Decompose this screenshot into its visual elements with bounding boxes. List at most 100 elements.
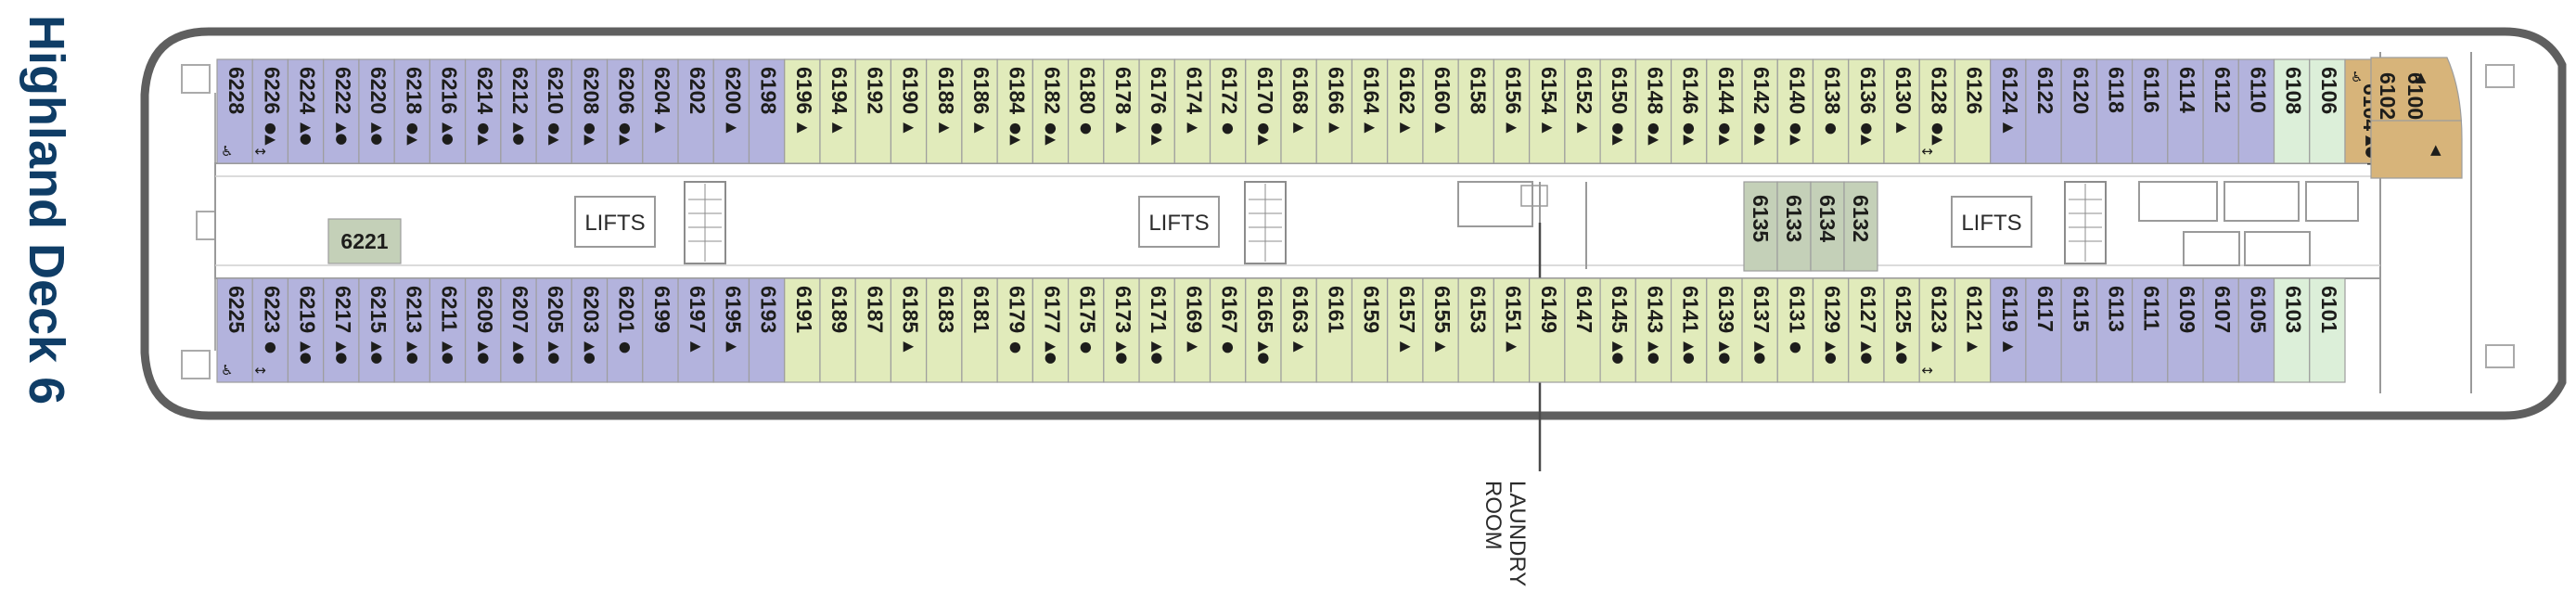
cabin-6216[interactable]: 6216▲● <box>429 58 467 164</box>
cabin-6205[interactable]: 6205▲● <box>535 277 572 383</box>
cabin-6112[interactable]: 6112 <box>2202 58 2239 164</box>
cabin-6209[interactable]: 6209▲● <box>465 277 502 383</box>
cabin-6170[interactable]: 6170●▲ <box>1245 58 1282 164</box>
cabin-6182[interactable]: 6182●▲ <box>1032 58 1070 164</box>
cabin-6224[interactable]: 6224▲● <box>287 58 325 164</box>
cabin-6171[interactable]: 6171▲● <box>1138 277 1175 383</box>
cabin-6198[interactable]: 6198 <box>748 58 786 164</box>
cabin-6226[interactable]: 6226●▲↔ <box>251 58 289 164</box>
cabin-6143[interactable]: 6143▲● <box>1634 277 1672 383</box>
cabin-6153[interactable]: 6153 <box>1457 277 1494 383</box>
cabin-6142[interactable]: 6142●▲ <box>1741 58 1778 164</box>
cabin-6120[interactable]: 6120 <box>2060 58 2097 164</box>
cabin-6115[interactable]: 6115 <box>2060 277 2097 383</box>
cabin-6157[interactable]: 6157▲ <box>1387 277 1424 383</box>
cabin-6126[interactable]: 6126 <box>1954 58 1992 164</box>
cabin-6147[interactable]: 6147 <box>1564 277 1601 383</box>
cabin-6149[interactable]: 6149 <box>1529 277 1566 383</box>
cabin-6207[interactable]: 6207▲● <box>500 277 537 383</box>
cabin-6223[interactable]: 6223●↔ <box>251 277 289 383</box>
cabin-6110[interactable]: 6110 <box>2237 58 2275 164</box>
cabin-6125[interactable]: 6125▲● <box>1883 277 1920 383</box>
cabin-6152[interactable]: 6152▲ <box>1564 58 1601 164</box>
cabin-6113[interactable]: 6113 <box>2095 277 2134 383</box>
cabin-6177[interactable]: 6177▲● <box>1032 277 1070 383</box>
cabin-6105[interactable]: 6105 <box>2237 277 2275 383</box>
cabin-6156[interactable]: 6156▲ <box>1493 58 1531 164</box>
cabin-6137[interactable]: 6137▲● <box>1741 277 1778 383</box>
cabin-6121[interactable]: 6121▲ <box>1954 277 1992 383</box>
cabin-6173[interactable]: 6173▲● <box>1103 277 1140 383</box>
cabin-6132[interactable]: 6132 <box>1843 181 1878 272</box>
cabin-6184[interactable]: 6184●▲ <box>996 58 1033 164</box>
cabin-6200[interactable]: 6200▲ <box>712 58 750 164</box>
cabin-6211[interactable]: 6211▲● <box>429 277 467 383</box>
cabin-6208[interactable]: 6208●▲ <box>570 58 609 164</box>
cabin-6167[interactable]: 6167● <box>1209 277 1247 383</box>
cabin-6186[interactable]: 6186▲ <box>961 58 998 164</box>
cabin-6225[interactable]: 6225♿ <box>216 277 253 383</box>
cabin-6206[interactable]: 6206●▲ <box>606 58 644 164</box>
cabin-6129[interactable]: 6129▲● <box>1812 277 1850 383</box>
cabin-6212[interactable]: 6212▲● <box>500 58 537 164</box>
cabin-6102[interactable]: 6102▲ <box>2376 69 2427 120</box>
cabin-6109[interactable]: 6109 <box>2167 277 2204 383</box>
cabin-6210[interactable]: 6210●▲ <box>535 58 572 164</box>
cabin-6187[interactable]: 6187 <box>854 277 892 383</box>
cabin-6164[interactable]: 6164▲ <box>1351 58 1389 164</box>
cabin-6190[interactable]: 6190▲ <box>890 58 928 164</box>
cabin-6192[interactable]: 6192 <box>854 58 892 164</box>
cabin-6217[interactable]: 6217▲● <box>323 277 360 383</box>
cabin-6133[interactable]: 6133 <box>1776 181 1812 272</box>
cabin-6118[interactable]: 6118 <box>2095 58 2134 164</box>
cabin-6130[interactable]: 6130▲ <box>1883 58 1920 164</box>
cabin-6193[interactable]: 6193 <box>748 277 786 383</box>
cabin-6146[interactable]: 6146●▲ <box>1670 58 1708 164</box>
cabin-6183[interactable]: 6183 <box>926 277 963 383</box>
cabin-6145[interactable]: 6145▲● <box>1599 277 1636 383</box>
cabin-6199[interactable]: 6199 <box>642 277 679 383</box>
cabin-6196[interactable]: 6196▲ <box>784 58 821 164</box>
cabin-6189[interactable]: 6189 <box>819 277 856 383</box>
cabin-6201[interactable]: 6201● <box>606 277 644 383</box>
cabin-6180[interactable]: 6180● <box>1067 58 1105 164</box>
cabin-6169[interactable]: 6169▲ <box>1173 277 1211 383</box>
cabin-6185[interactable]: 6185▲ <box>890 277 928 383</box>
cabin-6228[interactable]: 6228♿ <box>216 58 253 164</box>
cabin-6166[interactable]: 6166▲ <box>1315 58 1353 164</box>
cabin-6220[interactable]: 6220▲● <box>358 58 395 164</box>
cabin-6176[interactable]: 6176●▲ <box>1138 58 1175 164</box>
cabin-6161[interactable]: 6161 <box>1315 277 1353 383</box>
cabin-6155[interactable]: 6155▲ <box>1422 277 1459 383</box>
cabin-6148[interactable]: 6148●▲ <box>1634 58 1672 164</box>
cabin-6204[interactable]: 6204▲ <box>642 58 679 164</box>
cabin-6197[interactable]: 6197▲ <box>677 277 714 383</box>
cabin-6165[interactable]: 6165▲● <box>1245 277 1282 383</box>
cabin-6135[interactable]: 6135 <box>1743 181 1778 272</box>
cabin-6214[interactable]: 6214●▲ <box>465 58 502 164</box>
cabin-6144[interactable]: 6144●▲ <box>1706 58 1743 164</box>
cabin-6202[interactable]: 6202 <box>677 58 714 164</box>
cabin-6175[interactable]: 6175● <box>1067 277 1105 383</box>
cabin-6139[interactable]: 6139▲● <box>1706 277 1743 383</box>
cabin-6134[interactable]: 6134 <box>1810 181 1845 272</box>
cabin-6215[interactable]: 6215▲● <box>358 277 395 383</box>
cabin-6163[interactable]: 6163▲ <box>1280 277 1317 383</box>
cabin-6136[interactable]: 6136●▲ <box>1848 58 1885 164</box>
cabin-6141[interactable]: 6141▲● <box>1670 277 1708 383</box>
cabin-6114[interactable]: 6114 <box>2167 58 2204 164</box>
cabin-6100[interactable]: 6100▲ <box>2403 72 2441 158</box>
cabin-6178[interactable]: 6178▲ <box>1103 58 1140 164</box>
cabin-6108[interactable]: 6108 <box>2273 58 2311 164</box>
cabin-6151[interactable]: 6151▲ <box>1493 277 1531 383</box>
cabin-6172[interactable]: 6172● <box>1209 58 1247 164</box>
cabin-6222[interactable]: 6222▲● <box>323 58 360 164</box>
cabin-6116[interactable]: 6116 <box>2132 58 2169 164</box>
cabin-6221[interactable]: 6221 <box>327 218 402 264</box>
cabin-6191[interactable]: 6191 <box>784 277 821 383</box>
cabin-6174[interactable]: 6174▲ <box>1173 58 1211 164</box>
cabin-6203[interactable]: 6203▲● <box>570 277 609 383</box>
cabin-6103[interactable]: 6103 <box>2273 277 2311 383</box>
cabin-6122[interactable]: 6122 <box>2025 58 2062 164</box>
cabin-6101[interactable]: 6101 <box>2309 277 2346 383</box>
